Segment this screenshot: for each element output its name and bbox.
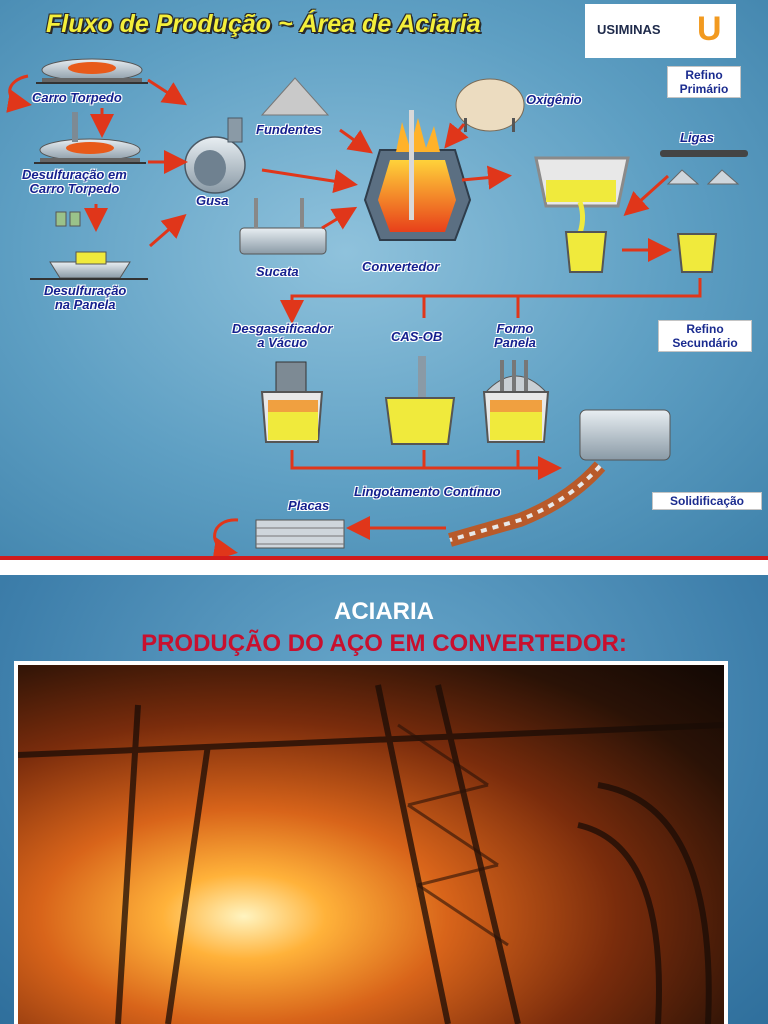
box-line: Refino [685, 68, 723, 82]
label-oxigenio: Oxigênio [526, 92, 582, 107]
box-line: Secundário [672, 336, 738, 350]
converter-photo [14, 661, 728, 1024]
label-carro-torpedo: Carro Torpedo [32, 90, 122, 105]
label-sucata: Sucata [256, 264, 299, 279]
torpedo-car-icon [36, 58, 148, 84]
flow-arrows [84, 78, 702, 560]
label-line: Desulfuração [44, 283, 127, 298]
page-title: Fluxo de Produção ~ Área de Aciaria [46, 10, 481, 38]
usiminas-logo: USIMINAS U [585, 4, 736, 58]
converter-vessel-icon [363, 110, 472, 241]
ladle-desulf-icon [30, 211, 148, 280]
tapping-ladle-icon [534, 156, 630, 240]
label-forno-panela: Forno Panela [494, 322, 536, 350]
box-line: Primário [679, 82, 729, 96]
label-line: Desulfuração em [22, 167, 127, 182]
label-desgaseificador: Desgaseificador a Vácuo [232, 322, 332, 350]
label-fundentes: Fundentes [256, 122, 322, 137]
scrap-car-icon [239, 198, 327, 255]
label-line: a Vácuo [257, 335, 308, 350]
label-gusa: Gusa [196, 193, 229, 208]
slide-title: ACIARIA [334, 598, 434, 625]
slabs-icon [255, 519, 345, 549]
label-line: Panela [494, 335, 536, 350]
pig-iron-ladle-icon [184, 117, 246, 194]
slide-separator [0, 560, 768, 575]
ladle-icon [676, 233, 718, 273]
vacuum-degasser-icon [260, 361, 324, 443]
label-line: Desgaseificador [232, 321, 333, 336]
converter-photo-image [18, 665, 724, 1024]
box-line: Refino [686, 322, 724, 336]
photo-structure-lines [18, 684, 724, 1024]
label-ligas: Ligas [680, 130, 714, 145]
label-desulf-carro: Desulfuração em Carro Torpedo [22, 168, 127, 196]
logo-text: USIMINAS [597, 22, 661, 37]
box-refino-primario: Refino Primário [667, 66, 741, 98]
logo-u-icon: U [697, 10, 722, 48]
cas-ob-icon [384, 356, 456, 445]
label-line: Forno [496, 321, 534, 336]
label-placas: Placas [288, 498, 330, 513]
oxygen-tank-icon [455, 78, 525, 132]
label-line: na Panela [54, 297, 116, 312]
continuous-caster-icon [448, 409, 671, 547]
torpedo-car-desulf-icon [34, 112, 146, 164]
label-cas-ob: CAS-OB [391, 329, 443, 344]
ladle-furnace-icon [482, 360, 550, 443]
ladle-icon [564, 231, 608, 273]
flow-diagram-graphics [6, 58, 748, 560]
label-line: Carro Torpedo [29, 181, 120, 196]
slide-flow-diagram: Fluxo de Produção ~ Área de Aciaria USIM… [0, 0, 768, 560]
slide-footer-line [0, 556, 768, 560]
slide-subtitle: PRODUÇÃO DO AÇO EM CONVERTEDOR: [141, 630, 627, 657]
label-convertedor: Convertedor [362, 259, 440, 274]
label-lingotamento: Lingotamento Contínuo [354, 484, 501, 499]
fluxes-pile-icon [260, 77, 330, 116]
label-desulf-panela: Desulfuração na Panela [44, 284, 126, 312]
box-refino-secundario: Refino Secundário [658, 320, 752, 352]
alloys-conveyor-icon [660, 150, 748, 185]
box-solidificacao: Solidificação [652, 492, 762, 510]
